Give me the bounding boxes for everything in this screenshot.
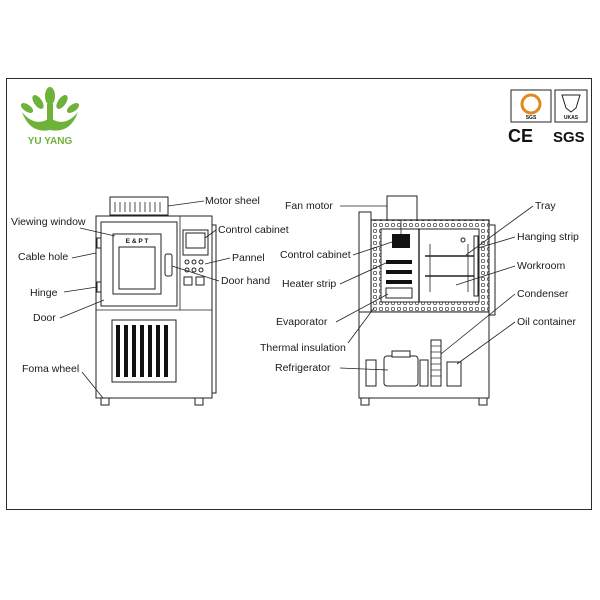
brand-name: YU YANG [28, 136, 73, 147]
section-wheel-left [360, 397, 370, 406]
label-pannel: Pannel [232, 252, 265, 264]
ce-mark: CE [508, 126, 533, 146]
sensor-icon [460, 237, 466, 243]
label-thermal-insulation: Thermal insulation [260, 342, 346, 354]
hanging-strip [473, 235, 479, 297]
label-door: Door [33, 312, 56, 324]
section-view-annotations: Fan motor Control cabinet Heater strip E… [260, 200, 579, 374]
hinge-top [96, 237, 102, 249]
label-control-cabinet: Control cabinet [218, 224, 289, 236]
diagram-frame [6, 78, 592, 510]
label-fan-motor: Fan motor [285, 200, 333, 212]
oil-container [446, 361, 462, 387]
sgs-swirl-icon [520, 93, 542, 115]
certification-badges: SGS UKAS CE SGS [508, 89, 588, 146]
left-column [358, 211, 372, 313]
label-foma-wheel: Foma wheel [22, 363, 79, 375]
condenser [430, 339, 442, 387]
sgs-badge-text: SGS [526, 115, 537, 121]
label-hinge: Hinge [30, 287, 58, 299]
heater-strip-2 [386, 270, 412, 274]
brand-logo: YU YANG [20, 87, 80, 147]
display-text: E & P T [126, 238, 149, 245]
heater-strip-1 [386, 260, 412, 264]
fan-blade [392, 234, 410, 248]
refrigerator [383, 355, 419, 387]
label-tray: Tray [535, 200, 556, 212]
panel-buttons [183, 259, 205, 286]
label-workroom: Workroom [517, 260, 565, 272]
side-column [488, 224, 496, 316]
label-evaporator: Evaporator [276, 316, 328, 328]
control-screen-display [185, 232, 206, 249]
label-motor-sheel: Motor sheel [205, 195, 260, 207]
hinge-bottom [96, 281, 102, 293]
ukas-crown-icon [561, 94, 581, 113]
compressor-top [391, 350, 411, 358]
motor-sheel [109, 196, 169, 216]
vent-slots [114, 202, 161, 212]
side-profile [211, 224, 217, 394]
label-oil-container: Oil container [517, 316, 576, 328]
section-view [358, 195, 496, 406]
sgs-mark: SGS [553, 129, 585, 146]
section-wheel-right [478, 397, 488, 406]
front-view-annotations: Viewing window Cable hole Hinge Door Fom… [11, 195, 289, 399]
label-heater-strip: Heater strip [282, 278, 336, 290]
label-section-control-cabinet: Control cabinet [280, 249, 351, 261]
viewing-window-inner [118, 246, 156, 290]
label-door-hand: Door hand [221, 275, 270, 287]
filter-drier [365, 359, 377, 387]
grille-bars [116, 325, 168, 377]
foma-wheel-left [100, 397, 110, 406]
heater-strip-3 [386, 280, 412, 284]
label-refrigerator: Refrigerator [275, 362, 331, 374]
front-view: E & P T [95, 196, 217, 406]
door-handle [164, 253, 173, 277]
label-hanging-strip: Hanging strip [517, 231, 579, 243]
evaporator [385, 287, 413, 299]
label-viewing-window: Viewing window [11, 216, 86, 228]
ukas-badge-text: UKAS [564, 115, 579, 121]
foma-wheel-right [194, 397, 204, 406]
label-condenser: Condenser [517, 288, 569, 300]
fan-motor [386, 195, 418, 221]
label-cable-hole: Cable hole [18, 251, 68, 263]
valve-block [419, 359, 429, 387]
leaf-figure-icon [20, 87, 80, 131]
